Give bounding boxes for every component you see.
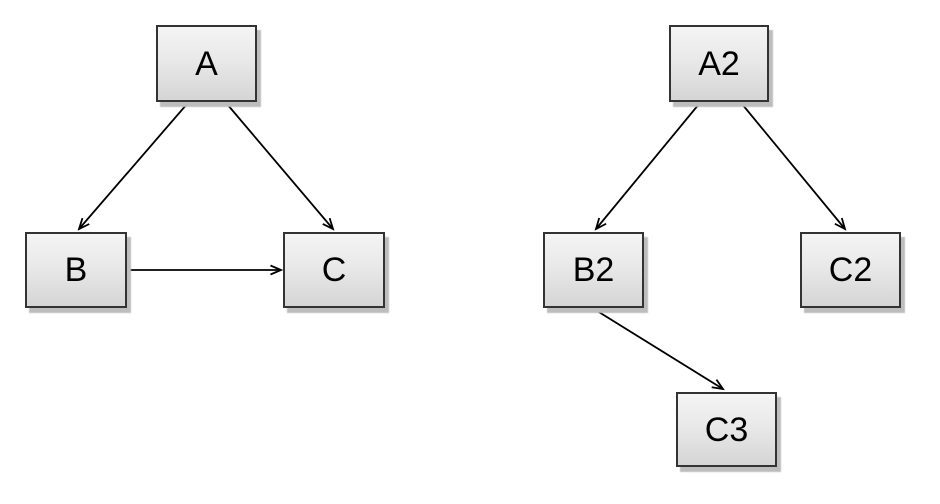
node-B: B — [25, 232, 127, 308]
edge-A2-to-C2 — [741, 103, 845, 229]
node-A2: A2 — [669, 25, 769, 102]
node-B2: B2 — [543, 232, 644, 308]
node-C2: C2 — [800, 232, 901, 308]
node-A-label: A — [195, 44, 218, 83]
node-A: A — [156, 25, 257, 102]
edge-A-to-C — [226, 103, 333, 229]
node-B2-label: B2 — [572, 251, 615, 289]
node-C: C — [283, 232, 385, 308]
edge-A2-to-B2 — [596, 103, 700, 229]
edge-A-to-B — [79, 103, 188, 229]
node-C3: C3 — [676, 392, 777, 467]
node-B-label: B — [64, 251, 88, 289]
node-A2-label: A2 — [698, 44, 740, 83]
node-C2-label: C2 — [828, 251, 873, 289]
node-C-label: C — [321, 251, 347, 289]
node-C3-label: C3 — [704, 410, 749, 449]
edge-B2-to-C3 — [593, 308, 723, 389]
